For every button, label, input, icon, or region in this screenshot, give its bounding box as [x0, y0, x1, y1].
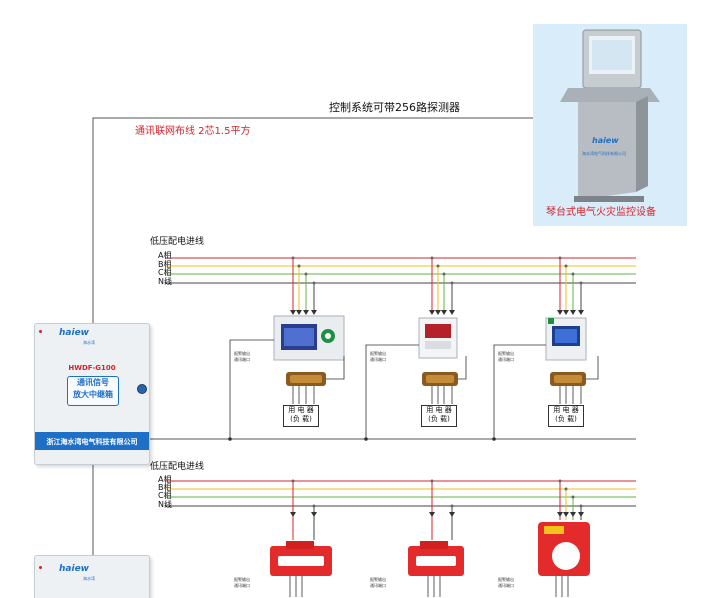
phase-n-label: N线	[158, 277, 172, 286]
load-box-1: 用 电 器 (负 载)	[283, 405, 319, 427]
circuit-drops-section-1	[290, 256, 584, 315]
load-label: 用 电 器	[553, 406, 579, 414]
box-name-line1: 通讯信号	[77, 378, 109, 387]
alarm-output-label: 报警输出	[370, 577, 386, 582]
load-label: 用 电 器	[426, 406, 452, 414]
system-capacity-label: 控制系统可带256路探测器	[329, 101, 460, 114]
indicator-light-icon	[39, 566, 42, 569]
comm-port-label: 通讯端口	[370, 357, 386, 362]
box-model-label: HWDF-G100	[68, 364, 116, 372]
alarm-output-label: 报警输出	[234, 351, 250, 356]
detector-meter-2	[418, 317, 458, 359]
comm-port-label: 通讯端口	[498, 357, 514, 362]
box-company-bar	[35, 432, 149, 450]
terminal-caption: 琴台式电气火灾监控设备	[546, 207, 656, 218]
load-box-2: 用 电 器 (负 载)	[421, 405, 457, 427]
lock-knob-icon	[137, 384, 147, 394]
load-label: 用 电 器	[288, 406, 314, 414]
alarm-output-label: 报警输出	[234, 577, 250, 582]
phase-lines-section-2	[165, 480, 636, 507]
comm-port-label: 通讯端口	[498, 583, 514, 588]
phase-c-label: C相	[158, 268, 172, 277]
comm-port-label: 通讯端口	[234, 583, 250, 588]
phase-b-label: B相	[158, 260, 172, 269]
box-name-line2: 放大中继箱	[73, 390, 113, 399]
repeater-box-2: haiew 海水湾	[34, 555, 150, 598]
terminal-brand-logo: haiew	[592, 136, 619, 145]
detector-meter-3	[545, 317, 587, 361]
box-name-panel: 通讯信号 放大中继箱	[67, 376, 119, 406]
phase-c-label: C相	[158, 491, 172, 500]
comm-port-label: 通讯端口	[234, 357, 250, 362]
monitoring-terminal-figure	[533, 24, 687, 226]
indicator-light-icon	[39, 330, 42, 333]
load-sublabel: (负 载)	[290, 415, 312, 423]
alarm-output-label: 报警输出	[498, 351, 514, 356]
wiring-note-label: 通讯联网布线 2芯1.5平方	[135, 126, 251, 137]
load-sublabel: (负 载)	[428, 415, 450, 423]
alarm-output-label: 报警输出	[370, 351, 386, 356]
detector-sensor-red-2	[408, 541, 464, 576]
phase-n-label: N线	[158, 500, 172, 509]
repeater-box: haiew 海水湾 HWDF-G100 通讯信号 放大中继箱 浙江海水湾电气科技…	[34, 323, 150, 465]
box-brand-logo: haiew	[59, 564, 89, 574]
phase-lines-section-1	[165, 257, 636, 284]
box-brand-sub: 海水湾	[83, 576, 95, 581]
box-brand-logo: haiew	[59, 328, 89, 338]
current-transformers-section-1	[286, 372, 586, 386]
load-box-3: 用 电 器 (负 载)	[548, 405, 584, 427]
alarm-output-label: 报警输出	[498, 577, 514, 582]
phase-a-label: A相	[158, 475, 172, 484]
load-sublabel: (负 载)	[555, 415, 577, 423]
box-company-label: 浙江海水湾电气科技有限公司	[46, 438, 138, 446]
sensor-wiring-section-2	[289, 576, 569, 597]
circuit-drops-section-2	[290, 479, 584, 540]
detector-sensor-red-1	[270, 541, 332, 576]
phase-a-label: A相	[158, 251, 172, 260]
detector-sensor-red-3	[538, 522, 590, 576]
section-2-title: 低压配电进线	[150, 462, 205, 472]
section-1-title: 低压配电进线	[150, 237, 205, 247]
detector-meter-1	[273, 315, 345, 361]
terminal-company-text: 海水湾电气科技有限公司	[582, 151, 626, 156]
phase-b-label: B相	[158, 483, 172, 492]
ct-wiring-section-1	[229, 339, 599, 439]
comm-port-label: 通讯端口	[370, 583, 386, 588]
box-brand-sub: 海水湾	[83, 340, 95, 345]
